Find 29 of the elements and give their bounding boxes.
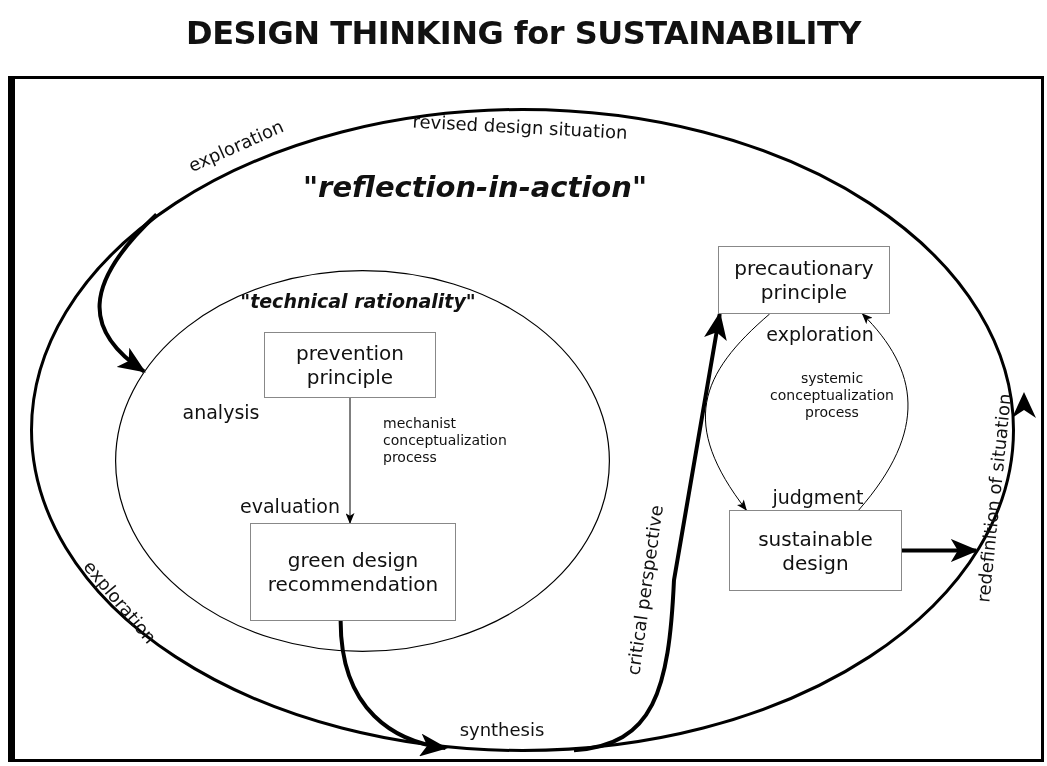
path-label: systemic conceptualization process	[769, 369, 895, 421]
ellipse-region	[30, 108, 1015, 752]
box-label: sustainable design	[757, 526, 874, 575]
process-box	[250, 523, 456, 621]
path-label: revised design situation	[412, 110, 628, 144]
diagram-title: DESIGN THINKING for SUSTAINABILITY	[185, 14, 863, 52]
edge-label: mechanist conceptualization process	[383, 414, 508, 466]
box-label: green design recommendation	[266, 548, 440, 596]
arrow	[97, 213, 158, 373]
path-label: synthesis	[459, 719, 545, 741]
edge-label: critical perspective	[622, 503, 668, 677]
box-label: precautionary principle	[733, 256, 875, 304]
region-title: "reflection-in-action"	[303, 170, 647, 204]
stage-label: judgment	[772, 485, 864, 509]
stage-label: evaluation	[240, 494, 340, 518]
path-label: redefinition of situation	[972, 392, 1016, 604]
arrow	[902, 539, 979, 562]
box-label: prevention principle	[295, 341, 405, 389]
arrow	[345, 397, 355, 524]
arrow	[338, 620, 448, 756]
stage-label: analysis	[182, 400, 260, 424]
arrow	[858, 313, 909, 511]
process-box	[729, 510, 902, 591]
region-title: "technical rationality"	[240, 290, 476, 312]
process-box	[264, 332, 436, 398]
stage-label: exploration	[766, 322, 874, 346]
process-box	[718, 246, 890, 314]
arrow	[704, 313, 771, 511]
arrow	[573, 311, 727, 753]
